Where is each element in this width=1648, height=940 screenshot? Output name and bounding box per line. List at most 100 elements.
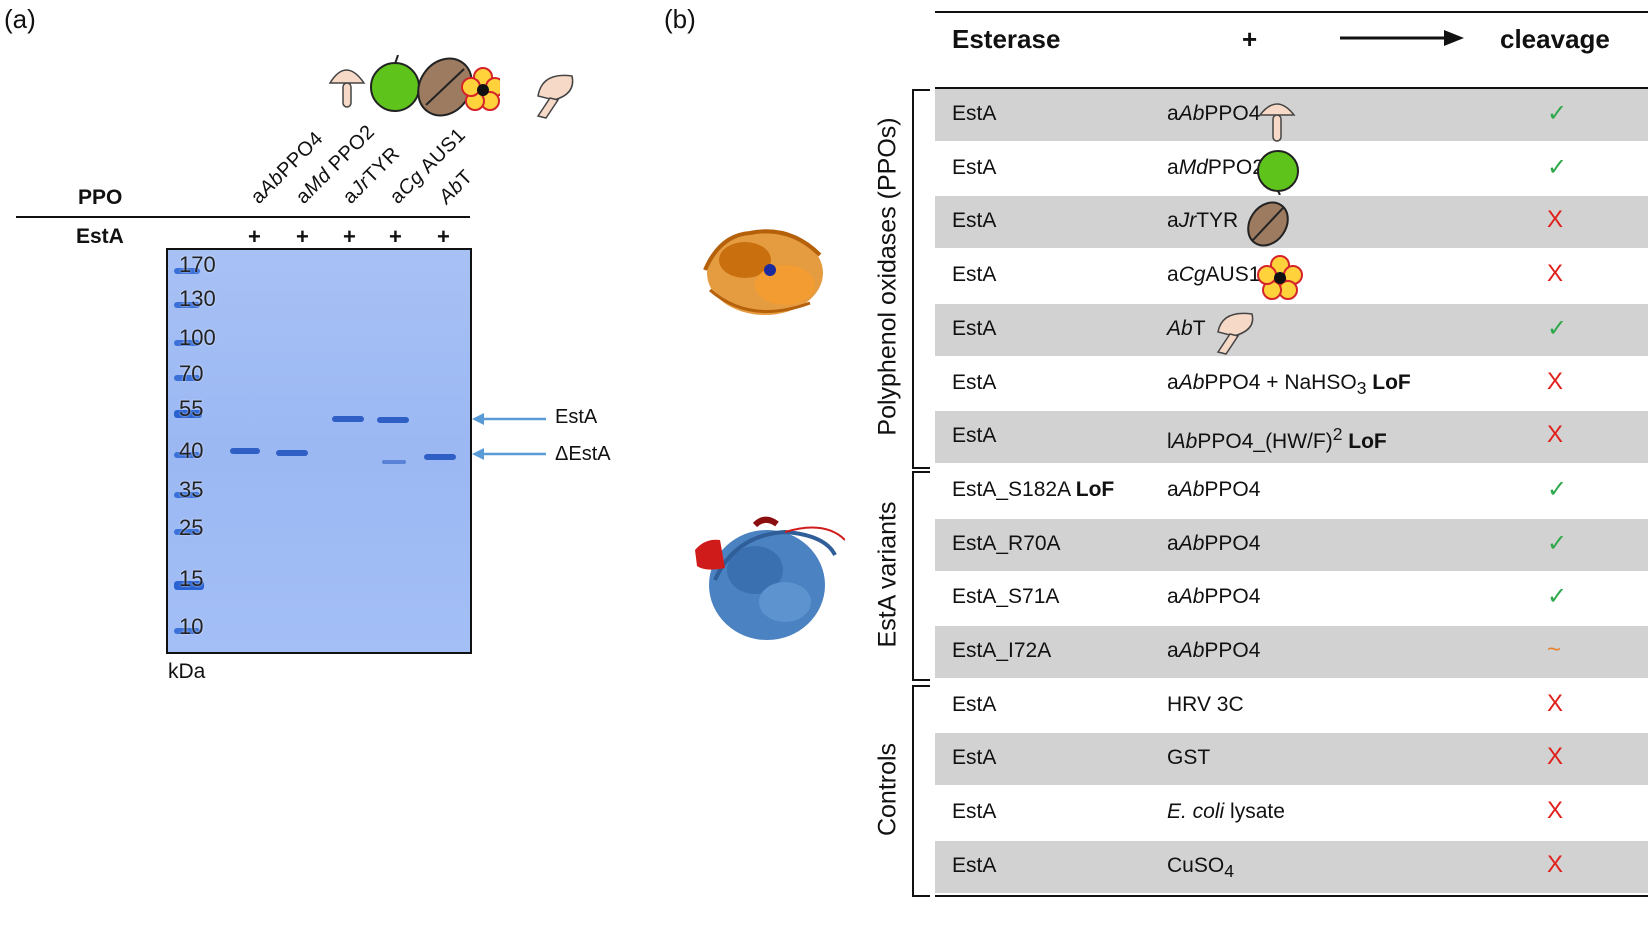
marker-label-35: 35	[179, 477, 204, 502]
table-bottom-rule	[935, 895, 1648, 897]
partner-cell: aAbPPO4	[1167, 102, 1261, 125]
cleavage-result-yes: ✓	[1547, 100, 1568, 127]
panel-a-label: (a)	[4, 4, 36, 34]
esterase-cell: EstA	[952, 316, 997, 340]
partner-cell: AbT	[1167, 316, 1206, 340]
esterase-cell: EstA	[952, 102, 997, 125]
esterase-cell: EstA	[952, 800, 997, 824]
apple-icon	[1257, 149, 1299, 196]
esterase-cell: EstA_S182A LoF	[952, 477, 1115, 501]
ladder-band	[174, 340, 200, 346]
sds-page-gel	[166, 248, 472, 654]
ppo-structure-image	[703, 229, 823, 315]
partner-cell: aCgAUS1	[1167, 263, 1261, 287]
walnut-icon	[1245, 200, 1291, 253]
marker-label-15: 15	[179, 566, 204, 591]
ppo-divider	[16, 216, 470, 218]
partner-cell: HRV 3C	[1167, 692, 1244, 716]
table-row: EstA AbT ✓	[935, 303, 1648, 356]
esterase-cell: EstA_R70A	[952, 531, 1061, 555]
group-label-controls: Controls	[873, 742, 902, 837]
mushroom-icon	[1258, 103, 1296, 142]
partner-cell: aAbPPO4	[1167, 585, 1261, 609]
group-label-ppos: Polyphenol oxidases (PPOs)	[873, 117, 902, 436]
header-plus: +	[1242, 24, 1258, 54]
header-esterase: Esterase	[952, 24, 1061, 54]
lane-label-abt: AbT	[434, 165, 478, 209]
lane-plus-1: +	[248, 224, 261, 249]
partner-cell: aMdPPO2	[1167, 155, 1264, 179]
band-label-esta: EstA	[555, 406, 598, 428]
apple-icon	[1256, 147, 1300, 200]
esterase-cell: EstA	[952, 155, 997, 179]
partner-cell: aAbPPO4	[1167, 531, 1261, 555]
esterase-cell: EstA	[952, 263, 997, 287]
sample-band-delta-esta	[424, 454, 456, 460]
ladder-band	[174, 375, 200, 381]
table-top-rule	[935, 11, 1648, 13]
ladder-band	[174, 529, 200, 535]
esterase-cell: EstA	[952, 370, 997, 394]
cleavage-result-yes: ✓	[1547, 475, 1568, 503]
esterase-cell: EstA	[952, 209, 997, 233]
sample-band-esta	[377, 417, 409, 423]
sample-band-delta-esta	[230, 448, 260, 454]
table-header-rule	[935, 87, 1648, 89]
marker-label-130: 130	[179, 286, 216, 311]
partner-cell: aAbPPO4	[1167, 639, 1261, 662]
partner-cell: lAbPPO4_(HW/F)2 LoF	[1167, 424, 1387, 454]
ladder-band	[174, 628, 200, 634]
ppo-row-label: PPO	[78, 186, 123, 209]
band-label-delta-esta: ΔEstA	[555, 443, 611, 465]
mushroom-side-icon	[1212, 308, 1258, 361]
mushroom-icon	[328, 69, 366, 108]
esta-row-label: EstA	[76, 225, 124, 248]
walnut-icon	[1247, 201, 1289, 247]
ladder-band	[174, 581, 204, 590]
band-arrows	[472, 413, 546, 460]
marker-label-40: 40	[179, 438, 204, 463]
cleavage-result-no: X	[1547, 689, 1564, 717]
cleavage-result-yes: ✓	[1547, 583, 1568, 611]
sample-band-faint	[382, 460, 406, 464]
table-row: EstA aMdPPO2 ✓	[935, 143, 1648, 196]
cleavage-result-no: X	[1547, 743, 1564, 771]
cleavage-result-no: X	[1547, 850, 1564, 878]
partner-cell: E. coli lysate	[1167, 800, 1285, 824]
flower-icon	[1256, 254, 1304, 307]
esterase-cell: EstA	[952, 746, 997, 770]
mushroom-side-icon	[536, 74, 574, 119]
marker-label-10: 10	[179, 614, 204, 639]
ladder-band	[174, 452, 200, 458]
cleavage-result-yes: ✓	[1547, 153, 1568, 181]
marker-label-70: 70	[179, 361, 204, 386]
table-row: EstA aAbPPO4 ✓	[935, 89, 1648, 142]
mushroom-side-icon	[1216, 312, 1254, 355]
lane-plus-3: +	[343, 224, 356, 249]
flower-icon	[1257, 255, 1303, 301]
group-brace-ppos	[912, 89, 930, 469]
ladder-band	[174, 410, 202, 418]
kda-unit-label: kDa	[168, 660, 206, 683]
esterase-cell: EstA	[952, 853, 997, 877]
partner-cell: aAbPPO4 + NaHSO3 LoF	[1167, 370, 1411, 398]
cleavage-result-yes: ✓	[1547, 314, 1568, 342]
mushroom-icon	[1256, 93, 1298, 150]
partner-cell: GST	[1167, 746, 1211, 770]
sample-band-delta-esta	[276, 450, 308, 456]
lane-plus-4: +	[389, 224, 402, 249]
group-brace-variants	[912, 471, 930, 681]
esterase-cell: EstA_I72A	[952, 639, 1052, 662]
partner-cell: aJrTYR	[1167, 209, 1239, 233]
cleavage-result-no: X	[1547, 421, 1564, 449]
marker-label-170: 170	[179, 252, 216, 277]
